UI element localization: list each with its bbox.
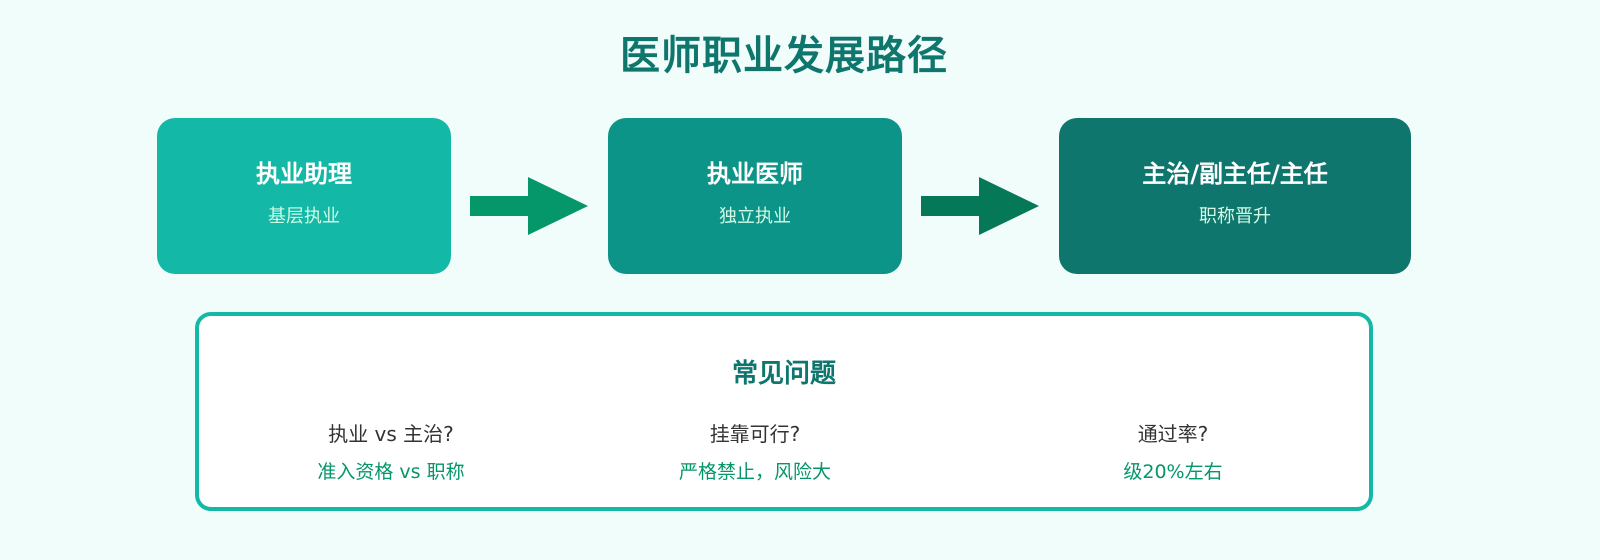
stage-card-senior-titles: 主治/副主任/主任 职称晋升 (1059, 118, 1411, 274)
stage-title: 执业助理 (256, 160, 352, 188)
right-arrow-icon (470, 177, 588, 235)
stage-card-physician: 执业医师 独立执业 (608, 118, 902, 274)
faq-answer: 准入资格 vs 职称 (317, 461, 465, 483)
stage-card-assistant: 执业助理 基层执业 (157, 118, 451, 274)
faq-question: 执业 vs 主治? (328, 422, 454, 446)
stage-subtitle: 基层执业 (268, 206, 340, 227)
faq-answer: 严格禁止，风险大 (678, 461, 831, 483)
faq-panel: 常见问题 执业 vs 主治? 准入资格 vs 职称 挂靠可行? 严格禁止，风险大… (195, 312, 1373, 511)
faq-question: 通过率? (1137, 422, 1209, 446)
faq-item: 执业 vs 主治? 准入资格 vs 职称 (201, 420, 581, 486)
stage-subtitle: 独立执业 (719, 206, 791, 227)
faq-title: 常见问题 (731, 359, 836, 389)
faq-item: 通过率? 级20%左右 (983, 420, 1363, 486)
right-arrow-icon (921, 177, 1039, 235)
page-title: 医师职业发展路径 (620, 33, 948, 79)
faq-answer: 级20%左右 (1123, 461, 1223, 483)
faq-item: 挂靠可行? 严格禁止，风险大 (565, 420, 945, 486)
stage-subtitle: 职称晋升 (1199, 206, 1271, 227)
stage-title: 主治/副主任/主任 (1142, 160, 1328, 188)
faq-question: 挂靠可行? (709, 422, 801, 446)
stage-title: 执业医师 (707, 160, 803, 188)
